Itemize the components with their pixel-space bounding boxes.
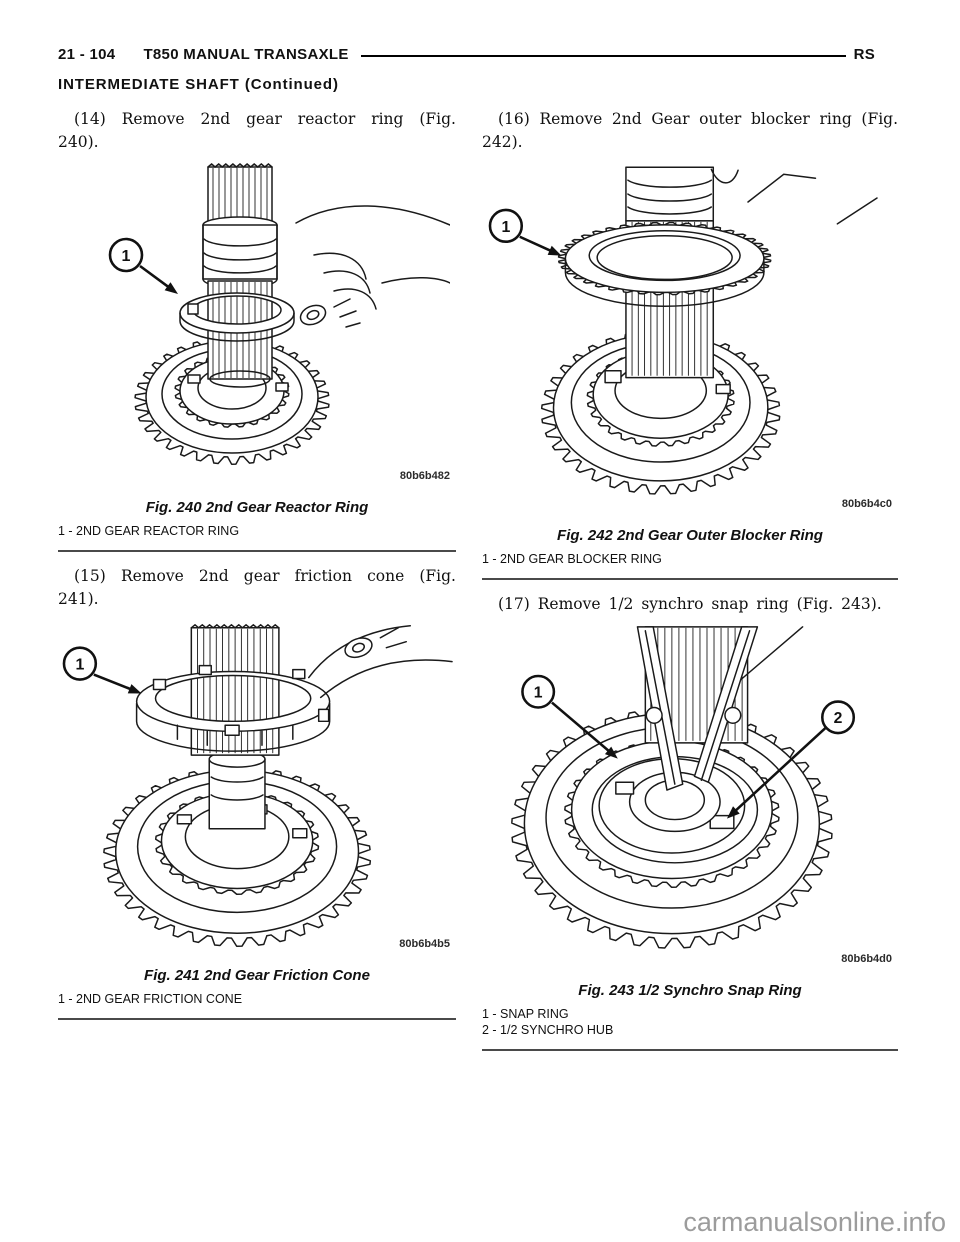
step-15: (15) Remove 2nd gear friction cone (Fig.… [58, 566, 456, 608]
gear [134, 336, 330, 465]
figure-243-legend: 1 - SNAP RING 2 - 1/2 SYNCHRO HUB [482, 1007, 898, 1051]
header-rule [360, 54, 846, 57]
snap-ring-pliers [636, 625, 804, 791]
left-column: (14) Remove 2nd gear reactor ring (Fig. … [58, 95, 456, 1051]
callout-1-label: 1 [75, 657, 84, 674]
figure-240: 1 80b6b482 [58, 162, 456, 485]
figure-242-caption: Fig. 242 2nd Gear Outer Blocker Ring [557, 526, 823, 544]
splined-shaft [202, 162, 278, 388]
legend-item: 2 - 1/2 SYNCHRO HUB [482, 1022, 614, 1037]
watermark: carmanualsonline.info [683, 1207, 946, 1237]
synchro-hub [615, 771, 721, 832]
figure-240-caption: Fig. 240 2nd Gear Reactor Ring [145, 498, 369, 516]
hub-column [208, 750, 266, 830]
callout-1: 1 [108, 237, 178, 294]
page-number: 21 - 104 [58, 46, 116, 63]
callout-2: 2 [726, 700, 856, 819]
figure-241-caption: Fig. 241 2nd Gear Friction Cone [144, 967, 370, 984]
header-title: T850 MANUAL TRANSAXLE [143, 46, 349, 63]
callout-1-label: 1 [501, 218, 510, 235]
legend-item: 1 - SNAP RING [482, 1006, 569, 1021]
figure-241-drawing: 1 [62, 623, 453, 948]
figure-240-drawing: 1 [108, 162, 450, 465]
callout-1: 1 [521, 674, 618, 759]
figure-241: 1 80b6b4b5 [58, 619, 456, 953]
callout-1: 1 [62, 646, 142, 694]
thumb-nail [299, 304, 327, 325]
step-16: (16) Remove 2nd Gear outer blocker ring … [482, 110, 898, 152]
step-17: (17) Remove 1/2 synchro snap ring (Fig. … [498, 594, 882, 613]
callout-1-label: 1 [122, 248, 131, 265]
figure-243-code: 80b6b4d0 [841, 952, 892, 965]
figure-241-legend: 1 - 2ND GEAR FRICTION CONE [58, 992, 456, 1020]
figure-242-legend: 1 - 2ND GEAR BLOCKER RING [482, 552, 898, 580]
step-14: (14) Remove 2nd gear reactor ring (Fig. … [58, 110, 456, 152]
page-header: 21 - 104 T850 MANUAL TRANSAXLE RS [58, 46, 875, 63]
legend-item: 1 - 2ND GEAR FRICTION CONE [58, 992, 243, 1006]
section-title: INTERMEDIATE SHAFT (Continued) [58, 76, 339, 93]
hand [307, 625, 453, 699]
two-column-layout: (14) Remove 2nd gear reactor ring (Fig. … [58, 95, 898, 1051]
blocker-ring [557, 221, 772, 307]
hand [295, 204, 450, 328]
figure-242-code: 80b6b4c0 [841, 497, 892, 510]
header-code: RS [853, 46, 875, 63]
figure-242: 1 80b6b4c0 [482, 163, 898, 513]
right-column: (16) Remove 2nd Gear outer blocker ring … [482, 95, 898, 1051]
finger-nail [344, 637, 373, 659]
friction-cone [135, 664, 331, 752]
callout-2-label: 2 [834, 710, 843, 727]
callout-1: 1 [488, 208, 562, 256]
figure-240-code: 80b6b482 [399, 469, 450, 482]
reactor-ring [179, 291, 295, 342]
callout-1-label: 1 [534, 684, 543, 701]
gear [103, 766, 372, 948]
figure-243-drawing: 1 2 [511, 625, 856, 949]
figure-243-caption: Fig. 243 1/2 Synchro Snap Ring [578, 981, 802, 999]
legend-item: 1 - 2ND GEAR REACTOR RING [58, 523, 240, 538]
figure-240-legend: 1 - 2ND GEAR REACTOR RING [58, 524, 456, 552]
figure-243: 1 2 80b6b4d0 [482, 624, 898, 968]
legend-item: 1 - 2ND GEAR BLOCKER RING [482, 551, 662, 566]
sketch-lines [710, 168, 878, 225]
figure-241-code: 80b6b4b5 [399, 938, 450, 950]
figure-242-drawing: 1 [488, 166, 878, 495]
